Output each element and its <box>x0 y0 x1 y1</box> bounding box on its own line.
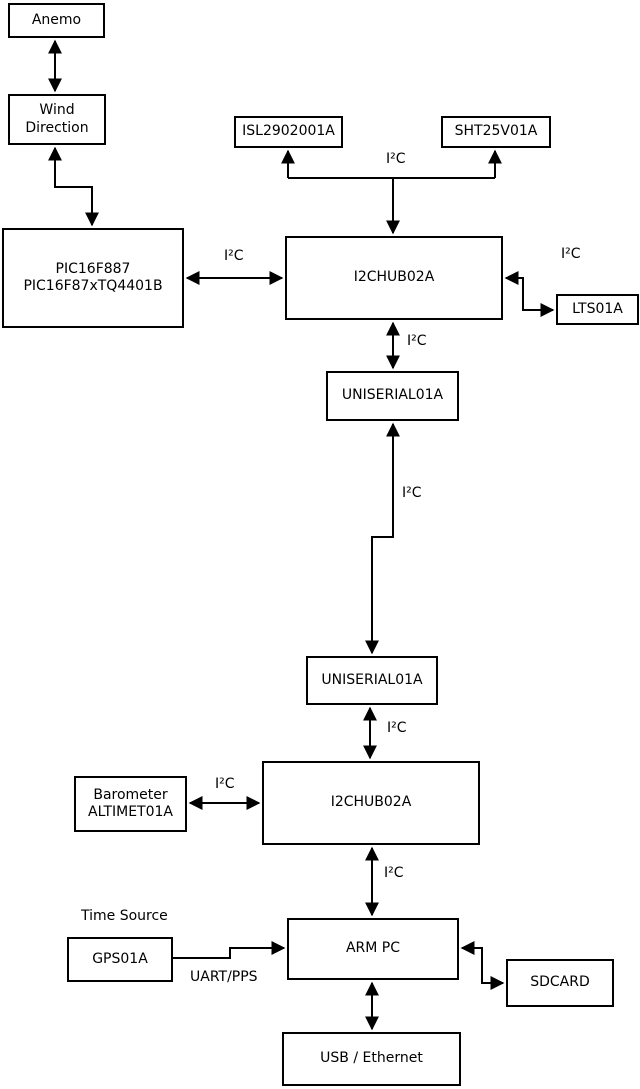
connector-wind-pic <box>48 146 99 227</box>
connector-hub1-lts <box>504 271 555 317</box>
edge-label-i2c-hub1-uni1: I²C <box>407 333 427 349</box>
connector-uniserial1-uniserial2 <box>365 422 400 655</box>
edge-label-i2c-sensor-bus: I²C <box>386 151 406 167</box>
edge-label-i2c-baro-hub2: I²C <box>215 776 235 792</box>
edge-label-i2c-hub2-arm: I²C <box>384 865 404 881</box>
node-i2chub02a-1: I2CHUB02A <box>285 236 503 320</box>
node-gps01a: GPS01A <box>67 937 173 982</box>
node-sdcard: SDCARD <box>506 959 614 1007</box>
edge-label-uart-pps: UART/PPS <box>190 969 258 985</box>
connector-armpc-sdcard <box>460 941 505 990</box>
edge-label-time-source: Time Source <box>81 908 168 924</box>
edge-label-i2c-uni2-hub2: I²C <box>387 720 407 736</box>
node-isl2902001a: ISL2902001A <box>234 116 343 148</box>
node-i2chub02a-2: I2CHUB02A <box>262 761 480 845</box>
edge-label-i2c-uni1-uni2: I²C <box>402 485 422 501</box>
node-barometer-altimet01a: Barometer ALTIMET01A <box>74 776 187 832</box>
node-sht25v01a: SHT25V01A <box>441 116 551 148</box>
edge-label-i2c-hub1-lts: I²C <box>561 246 581 262</box>
node-pic16f887: PIC16F887 PIC16F87xTQ4401B <box>2 228 184 328</box>
connector-gps-armpc <box>173 941 286 959</box>
node-uniserial01a-1: UNISERIAL01A <box>326 371 459 421</box>
node-lts01a: LTS01A <box>556 294 639 325</box>
node-wind-direction: Wind Direction <box>8 94 106 145</box>
edge-label-i2c-pic-hub1: I²C <box>224 248 244 264</box>
node-uniserial01a-2: UNISERIAL01A <box>306 656 438 705</box>
node-arm-pc: ARM PC <box>287 918 459 980</box>
node-anemo: Anemo <box>8 3 105 38</box>
node-usb-ethernet: USB / Ethernet <box>282 1032 461 1086</box>
